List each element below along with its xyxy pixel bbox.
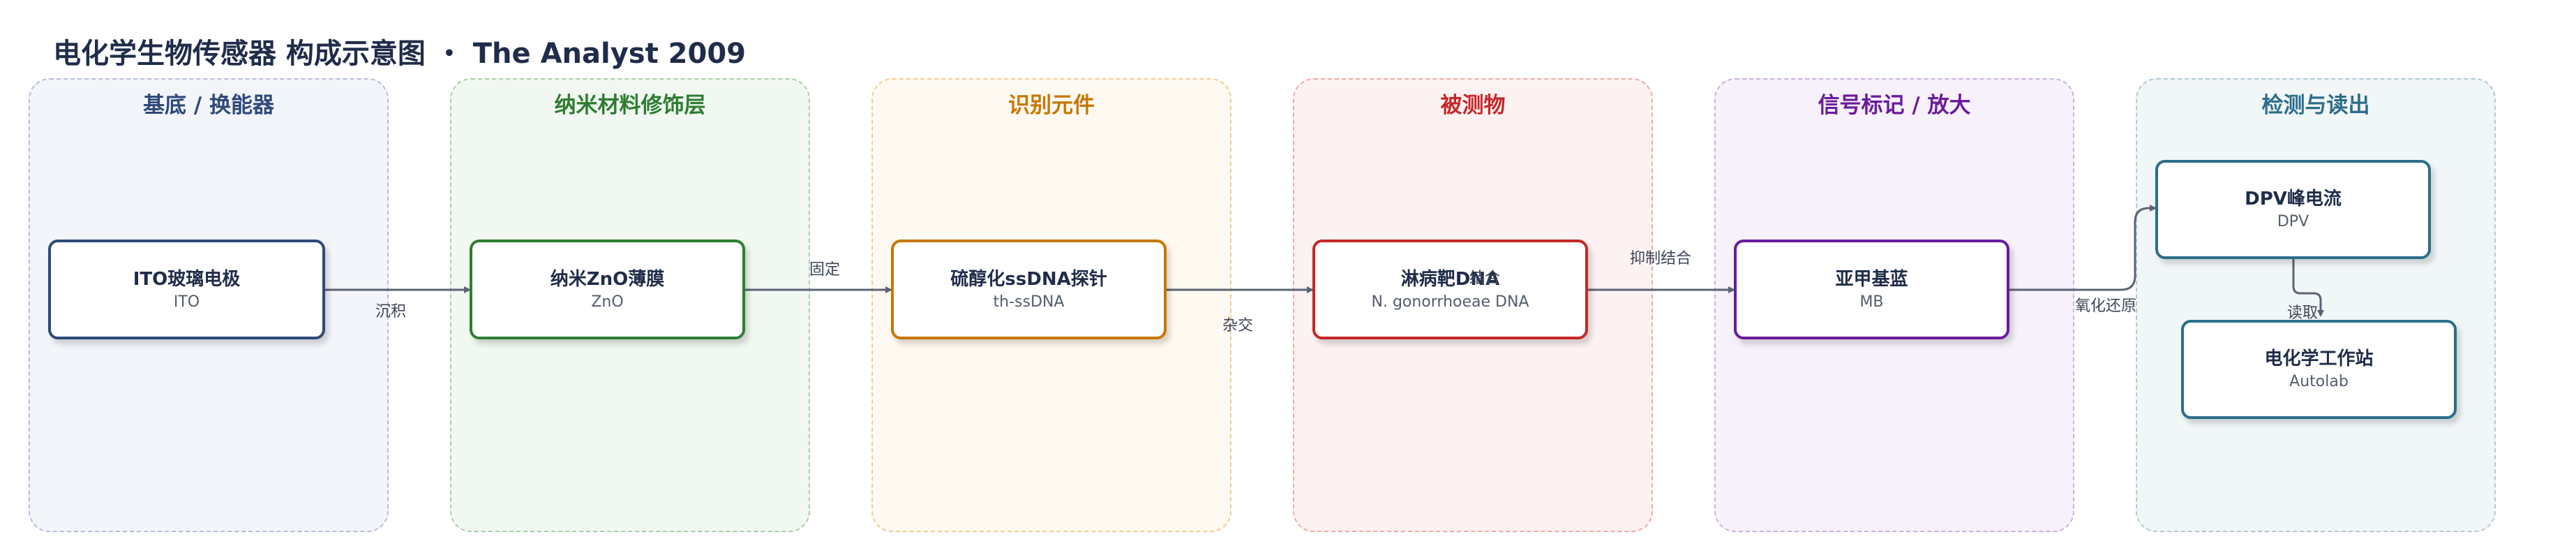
node-probe: 硫醇化ssDNA探针 th-ssDNA bbox=[891, 240, 1167, 339]
panel-detect bbox=[2136, 78, 2496, 532]
node-target-sub: N. gonorrhoeae DNA bbox=[1371, 293, 1529, 311]
edge-label-hybridize: 杂交 bbox=[1222, 317, 1254, 335]
node-dpv-sub: DPV bbox=[2277, 213, 2309, 230]
node-zno: 纳米ZnO薄膜 ZnO bbox=[470, 240, 745, 339]
node-autolab-sub: Autolab bbox=[2289, 373, 2349, 390]
node-dpv: DPV峰电流 DPV bbox=[2155, 160, 2431, 259]
node-mb-title: 亚甲基蓝 bbox=[1835, 268, 1908, 290]
node-mb: 亚甲基蓝 MB bbox=[1734, 240, 2009, 339]
node-ito-title: ITO玻璃电极 bbox=[133, 268, 241, 290]
panel-title-substrate: 基底 / 换能器 bbox=[143, 93, 274, 118]
node-dpv-title: DPV峰电流 bbox=[2245, 189, 2342, 209]
node-ito-sub: ITO bbox=[173, 293, 200, 311]
node-mb-sub: MB bbox=[1859, 293, 1884, 311]
edge-label-bind: 结合 bbox=[1469, 270, 1501, 287]
node-probe-sub: th-ssDNA bbox=[993, 293, 1065, 311]
node-probe-title: 硫醇化ssDNA探针 bbox=[950, 268, 1107, 290]
node-target-title: 淋病靶DNA bbox=[1400, 268, 1500, 290]
node-autolab: 电化学工作站 Autolab bbox=[2181, 320, 2457, 419]
edge-label-redox: 氧化还原 bbox=[2074, 297, 2137, 315]
node-target: 淋病靶DNA N. gonorrhoeae DNA bbox=[1312, 240, 1588, 339]
panel-title-analyte: 被测物 bbox=[1440, 93, 1506, 118]
panel-title-nano: 纳米材料修饰层 bbox=[554, 93, 706, 118]
edge-label-inhibit: 抑制结合 bbox=[1629, 250, 1692, 267]
edge-mb-dpv bbox=[2009, 205, 2157, 291]
edge-dpv-autolab bbox=[2292, 259, 2324, 317]
page-title: 电化学生物传感器 构成示意图 ・ The Analyst 2009 bbox=[53, 38, 746, 70]
edge-label-immobilize: 固定 bbox=[809, 261, 841, 279]
node-ito: ITO玻璃电极 ITO bbox=[48, 240, 325, 339]
edge-label-read: 读取 bbox=[2286, 304, 2319, 322]
panel-title-recog: 识别元件 bbox=[1008, 93, 1095, 118]
node-autolab-title: 电化学工作站 bbox=[2264, 348, 2374, 369]
node-zno-sub: ZnO bbox=[591, 293, 624, 311]
panel-title-label: 信号标记 / 放大 bbox=[1818, 93, 1971, 118]
node-zno-title: 纳米ZnO薄膜 bbox=[550, 268, 665, 290]
edge-label-deposit: 沉积 bbox=[375, 303, 407, 321]
panel-title-detect: 检测与读出 bbox=[2261, 93, 2370, 118]
